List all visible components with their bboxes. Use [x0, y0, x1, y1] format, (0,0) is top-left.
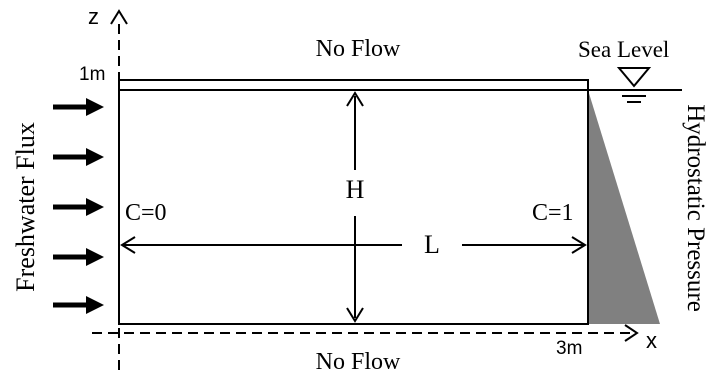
- length-marker-label: 3m: [556, 338, 582, 359]
- height-arrow-up-icon: [346, 91, 364, 107]
- x-axis-label: x: [646, 328, 657, 353]
- z-axis-label: z: [88, 4, 99, 29]
- water-level-triangle-icon: [616, 67, 652, 88]
- arrow-right-icon: [53, 98, 104, 116]
- hydrostatic-pressure-triangle: [588, 90, 660, 324]
- height-arrow-down-icon: [346, 307, 364, 323]
- left-condition-label: C=0: [125, 200, 167, 226]
- bottom-boundary-label: No Flow: [316, 349, 401, 375]
- top-boundary-band: [118, 79, 589, 91]
- hydrostatic-pressure-label: Hydrostatic Pressure: [682, 104, 709, 312]
- domain-rectangle: [118, 89, 589, 325]
- right-condition-label: C=1: [532, 200, 574, 226]
- length-arrow-left-icon: [120, 236, 136, 254]
- arrow-right-icon: [53, 248, 104, 266]
- height-symbol: H: [346, 175, 365, 204]
- arrow-right-icon: [53, 148, 104, 166]
- length-symbol: L: [424, 230, 440, 259]
- sea-level-label: Sea Level: [578, 37, 669, 62]
- top-boundary-label: No Flow: [316, 36, 401, 62]
- height-marker-label: 1m: [79, 64, 105, 85]
- freshwater-flux-arrows: [53, 98, 104, 314]
- x-axis-arrow-icon: [624, 324, 639, 342]
- length-arrow-right-icon: [571, 236, 587, 254]
- arrow-right-icon: [53, 198, 104, 216]
- arrow-right-icon: [53, 296, 104, 314]
- z-axis-arrow-icon: [110, 9, 128, 25]
- freshwater-flux-label: Freshwater Flux: [11, 122, 40, 292]
